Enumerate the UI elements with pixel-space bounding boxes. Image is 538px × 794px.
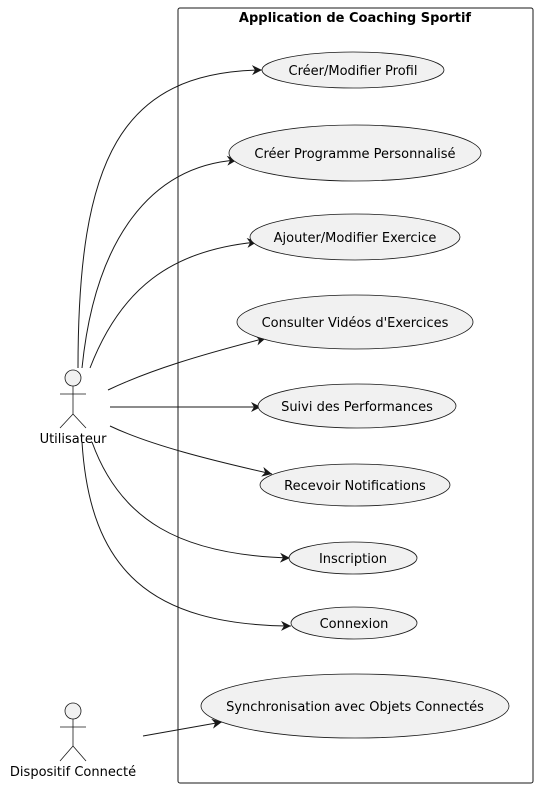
association-user-uc2	[81, 155, 238, 369]
use-case-label: Ajouter/Modifier Exercice	[274, 231, 437, 246]
use-case-uc2[interactable]: Créer Programme Personnalisé	[228, 124, 482, 182]
association-user-uc4	[107, 335, 267, 391]
use-case-uc8[interactable]: Connexion	[290, 606, 418, 640]
use-case-label: Inscription	[319, 552, 387, 567]
use-case-label: Consulter Vidéos d'Exercices	[262, 316, 449, 331]
association-user-uc8	[81, 441, 292, 631]
actor-user[interactable]: Utilisateur	[40, 369, 108, 447]
actor-device[interactable]: Dispositif Connecté	[10, 702, 136, 780]
stick-figure-icon	[59, 702, 87, 762]
use-case-label: Créer/Modifier Profil	[289, 64, 418, 79]
system-boundary	[177, 7, 534, 784]
use-case-uc3[interactable]: Ajouter/Modifier Exercice	[249, 213, 461, 261]
use-case-uc4[interactable]: Consulter Vidéos d'Exercices	[236, 294, 474, 350]
system-title: Application de Coaching Sportif	[239, 11, 472, 26]
actor-label: Utilisateur	[40, 432, 108, 447]
association-device-uc9	[142, 718, 223, 737]
actor-label: Dispositif Connecté	[10, 765, 136, 780]
stick-figure-icon	[59, 369, 87, 429]
use-case-label: Synchronisation avec Objets Connectés	[226, 700, 484, 715]
use-case-uc9[interactable]: Synchronisation avec Objets Connectés	[200, 673, 510, 739]
use-case-label: Créer Programme Personnalisé	[254, 147, 455, 162]
use-case-uc5[interactable]: Suivi des Performances	[257, 383, 457, 429]
association-user-uc7	[91, 441, 291, 563]
associations	[77, 65, 292, 737]
use-case-label: Connexion	[320, 617, 389, 632]
use-case-uc6[interactable]: Recevoir Notifications	[259, 463, 451, 507]
use-case-label: Recevoir Notifications	[284, 479, 426, 494]
association-user-uc6	[109, 425, 273, 477]
association-user-uc3	[89, 237, 258, 369]
association-user-uc1	[77, 65, 263, 369]
use-case-label: Suivi des Performances	[281, 400, 433, 415]
use-case-uc1[interactable]: Créer/Modifier Profil	[261, 51, 445, 89]
use-case-uc7[interactable]: Inscription	[288, 541, 418, 575]
